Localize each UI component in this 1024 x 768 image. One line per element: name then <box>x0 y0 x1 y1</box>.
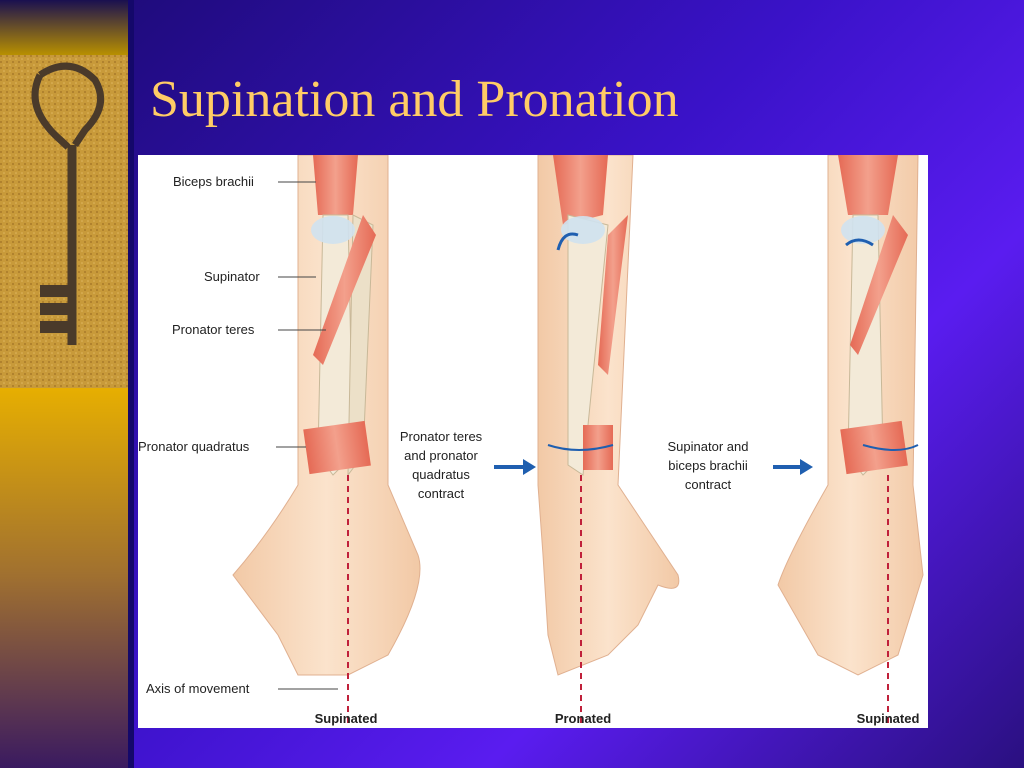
step-pronation-text: Pronator teres and pronator quadratus co… <box>400 429 483 501</box>
arrow-right-icon <box>773 459 813 475</box>
step1-line-1: Pronator teres <box>400 429 483 444</box>
step2-line-1: Supinator and <box>668 439 749 454</box>
step1-line-3: quadratus <box>412 467 470 482</box>
step2-line-3: contract <box>685 477 732 492</box>
arm-supinated-left <box>232 155 421 728</box>
step-supination-text: Supinator and biceps brachii contract <box>668 439 749 492</box>
arm-supinated-right <box>777 155 924 728</box>
label-pronator-quadratus: Pronator quadratus <box>138 439 250 454</box>
sidebar-strip <box>0 0 128 768</box>
caption-supinated-left: Supinated <box>315 711 378 726</box>
sidebar-top-band <box>0 0 128 55</box>
label-biceps-brachii: Biceps brachii <box>173 174 254 189</box>
step1-line-2: and pronator <box>404 448 478 463</box>
forearm-diagram: Biceps brachii Supinator Pronator teres … <box>138 155 928 728</box>
label-supinator: Supinator <box>204 269 260 284</box>
step2-line-2: biceps brachii <box>668 458 748 473</box>
label-pronator-teres: Pronator teres <box>172 322 255 337</box>
step1-line-4: contract <box>418 486 465 501</box>
caption-pronated: Pronated <box>555 711 611 726</box>
arm-pronated <box>537 155 680 728</box>
label-axis-of-movement: Axis of movement <box>146 681 250 696</box>
arrow-right-icon <box>494 459 536 475</box>
slide-title: Supination and Pronation <box>150 71 679 128</box>
sidebar-divider <box>128 0 134 768</box>
antique-key-image <box>0 55 128 388</box>
caption-supinated-right: Supinated <box>857 711 920 726</box>
